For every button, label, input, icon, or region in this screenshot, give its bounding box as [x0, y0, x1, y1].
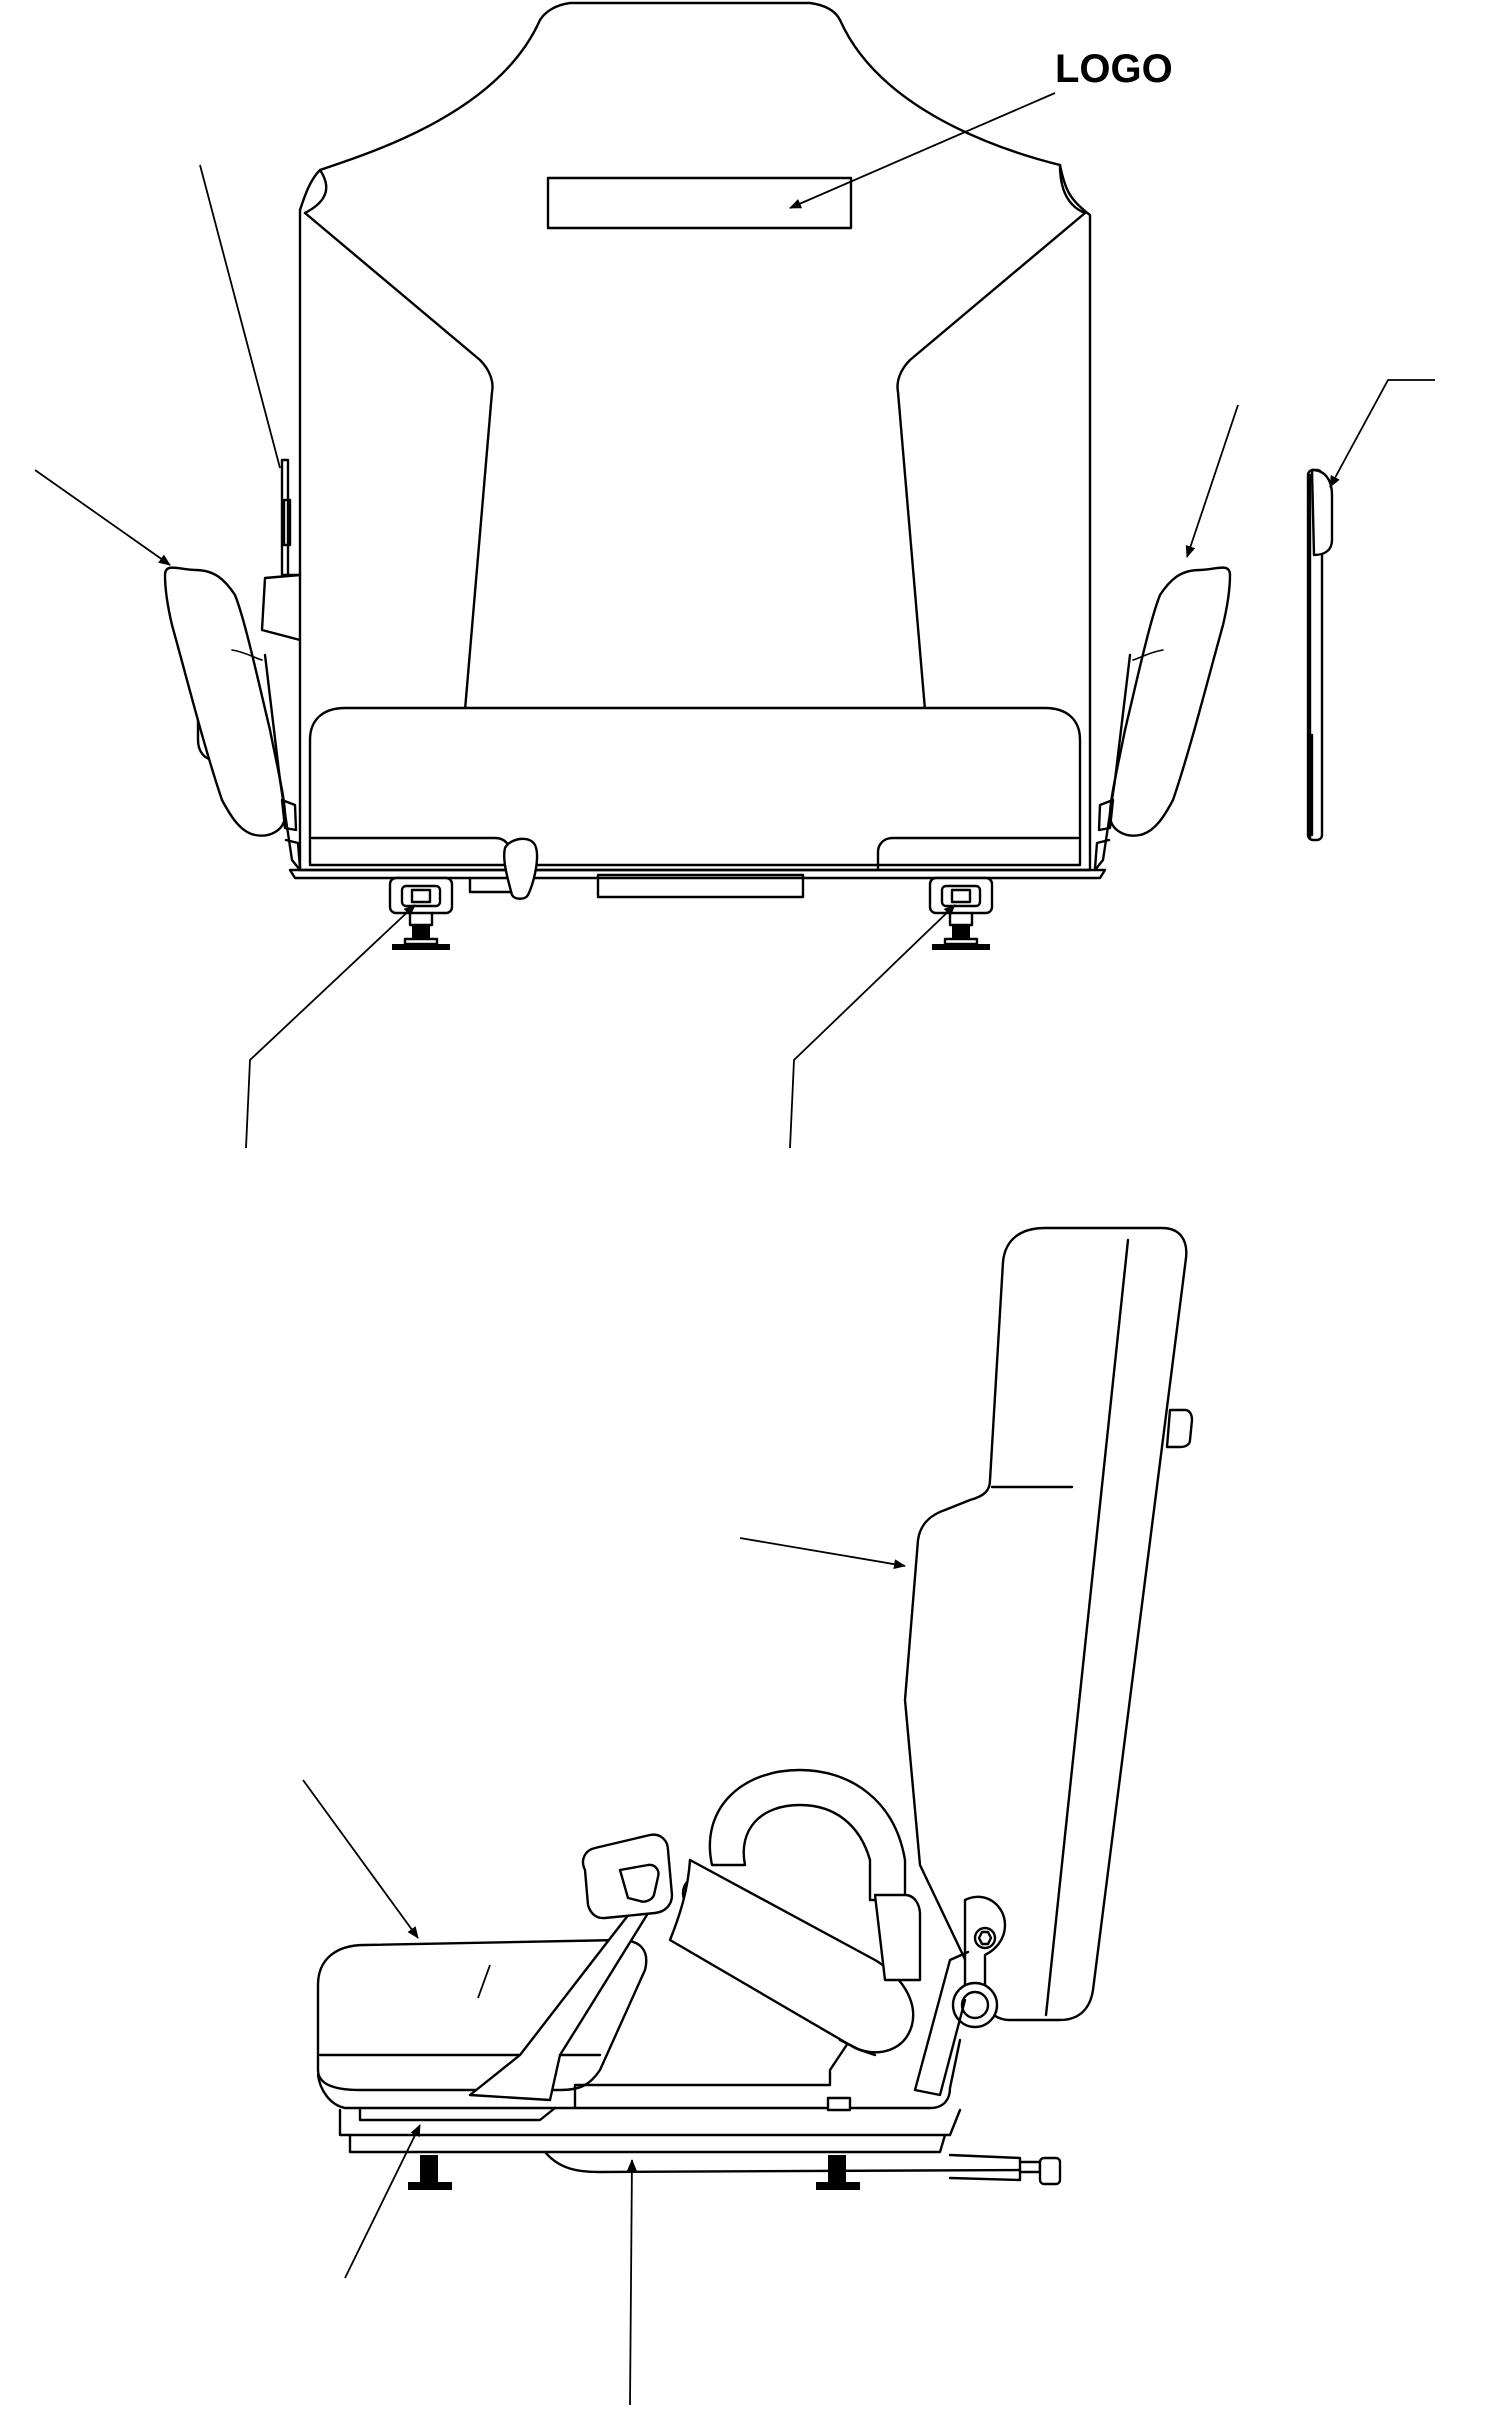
pivot-foot: [826, 2096, 852, 2112]
logo-plate: [546, 176, 853, 230]
armrest-detail-part: [1306, 468, 1334, 842]
side-view: [302, 1226, 1194, 2406]
cushion-crease: [477, 1964, 491, 1999]
backrest-front: [298, 1, 1092, 872]
seat-base-front: [596, 873, 805, 899]
seat-pan-leader: [344, 2124, 421, 2279]
part-leader: [1329, 379, 1435, 488]
left-armrest-leader: [34, 469, 171, 566]
adjust-lever-knob: [503, 837, 539, 900]
slide-rail-leader: [626, 2159, 637, 2406]
seat-belt: [468, 1833, 922, 2102]
cushion-leader: [302, 1779, 419, 1939]
logo-callout-label: LOGO: [1055, 47, 1173, 91]
right-mount-leader: [789, 904, 956, 1149]
backrest-leader: [739, 1537, 906, 1570]
base-slide-side: [338, 2096, 1062, 2190]
logo-leader: [789, 92, 1056, 209]
right-slide-mount: [928, 876, 994, 950]
front-view: LOGO: [34, 1, 1435, 1149]
right-armrest-leader: [1185, 404, 1239, 558]
seat-cushion-side: [316, 1938, 962, 2122]
recline-mechanism: [708, 1768, 1007, 2097]
front-leader-lines: [34, 92, 1435, 1149]
seat-cushion-front: [288, 706, 1107, 900]
right-armrest: [1093, 566, 1232, 872]
side-leader-lines: [302, 1537, 906, 2406]
left-mount-leader: [245, 904, 416, 1149]
rail-leader: [199, 164, 281, 469]
belt-buckle: [581, 1833, 674, 1920]
backrest-side: [903, 1226, 1194, 2022]
left-armrest: [163, 458, 302, 872]
slide-handle-end: [1038, 2156, 1062, 2186]
left-slide-mount: [388, 876, 454, 950]
